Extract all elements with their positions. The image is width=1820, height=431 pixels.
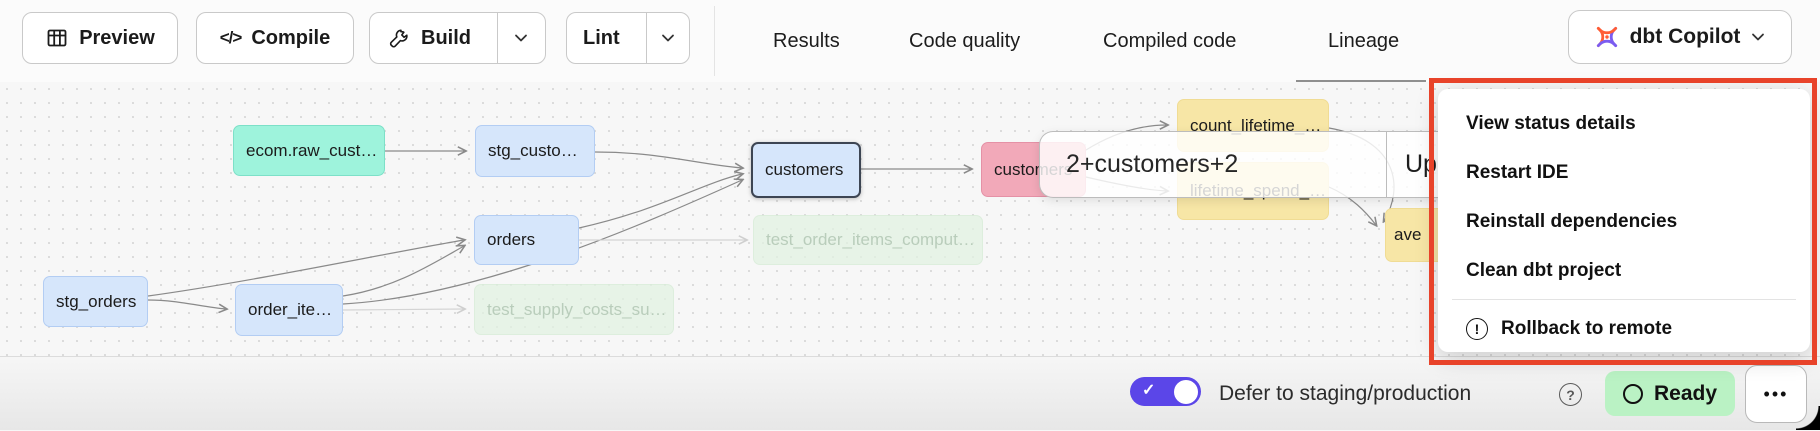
dbt-copilot-icon xyxy=(1594,24,1620,50)
menu-item-label: View status details xyxy=(1466,112,1636,134)
compile-button-label: Compile xyxy=(251,26,331,49)
selector-divider xyxy=(1386,132,1387,197)
menu-separator xyxy=(1452,299,1796,300)
tab-code-quality-label: Code quality xyxy=(909,29,1021,52)
menu-item-label: Reinstall dependencies xyxy=(1466,210,1678,232)
node-label: orders xyxy=(487,230,536,249)
check-icon: ✓ xyxy=(1142,382,1156,399)
node-label: test_supply_costs_su… xyxy=(487,299,667,319)
node-label: count_lifetime_… xyxy=(1190,115,1322,135)
lint-button[interactable]: Lint xyxy=(567,13,636,63)
build-button-label: Build xyxy=(421,26,471,49)
compile-button[interactable]: </> Compile xyxy=(196,12,354,64)
build-button[interactable]: Build xyxy=(372,13,487,63)
menu-item-reinstall-dependencies[interactable]: Reinstall dependencies xyxy=(1438,197,1810,246)
ide-status-menu: View status details Restart IDE Reinstal… xyxy=(1438,89,1810,352)
lineage-selector-bar: 2+customers+2 Up xyxy=(1039,131,1459,198)
tab-lineage[interactable]: Lineage xyxy=(1328,0,1399,82)
lineage-node-customers-selected[interactable]: customers xyxy=(751,142,861,198)
warning-glyph: ! xyxy=(1474,320,1480,337)
toggle-knob xyxy=(1174,379,1198,404)
tab-compiled-code[interactable]: Compiled code xyxy=(1103,0,1236,82)
lint-split-button: Lint xyxy=(566,12,690,64)
lint-dropdown-button[interactable] xyxy=(645,13,689,63)
node-label: order_ite… xyxy=(248,300,333,319)
dbt-copilot-button[interactable]: dbt Copilot xyxy=(1568,10,1792,64)
toolbar-divider xyxy=(714,6,715,76)
lint-button-label: Lint xyxy=(583,26,620,49)
ellipsis-icon: ••• xyxy=(1763,383,1789,404)
menu-item-label: Restart IDE xyxy=(1466,161,1569,183)
build-split-button: Build xyxy=(369,12,546,64)
preview-button[interactable]: Preview xyxy=(22,12,178,64)
tab-code-quality[interactable]: Code quality xyxy=(909,0,1020,82)
lineage-node-source[interactable]: ecom.raw_cust… xyxy=(233,125,385,176)
node-label: test_order_items_comput… xyxy=(766,230,975,249)
chevron-down-icon xyxy=(660,30,676,46)
code-icon: </> xyxy=(219,28,243,47)
tab-compiled-code-label: Compiled code xyxy=(1103,29,1237,52)
warning-circle-icon: ! xyxy=(1466,317,1488,340)
lineage-node-stg-orders[interactable]: stg_orders xyxy=(43,276,148,327)
menu-item-label: Rollback to remote xyxy=(1501,317,1673,339)
menu-item-view-status-details[interactable]: View status details xyxy=(1438,99,1810,148)
chevron-down-icon xyxy=(513,30,529,46)
more-options-button[interactable]: ••• xyxy=(1745,365,1807,423)
ready-label: Ready xyxy=(1654,381,1718,405)
lineage-node-test-supply-costs[interactable]: test_supply_costs_su… xyxy=(474,284,674,335)
menu-item-clean-dbt-project[interactable]: Clean dbt project xyxy=(1438,246,1810,295)
help-icon[interactable]: ? xyxy=(1559,383,1582,406)
help-glyph: ? xyxy=(1566,386,1575,403)
menu-item-rollback-to-remote[interactable]: ! Rollback to remote xyxy=(1438,304,1810,353)
header-toolbar: Preview </> Compile Build Lint xyxy=(0,0,1820,85)
lineage-selector-input[interactable]: 2+customers+2 xyxy=(1066,150,1239,178)
menu-item-restart-ide[interactable]: Restart IDE xyxy=(1438,148,1810,197)
node-label: stg_orders xyxy=(56,291,137,311)
ready-circle-icon xyxy=(1623,383,1643,404)
build-dropdown-button[interactable] xyxy=(497,13,543,63)
screenshot-corner xyxy=(1796,406,1820,430)
chevron-down-icon xyxy=(1750,29,1766,45)
tab-lineage-label: Lineage xyxy=(1328,29,1400,52)
tab-results-label: Results xyxy=(773,29,840,52)
menu-item-label: Clean dbt project xyxy=(1466,259,1622,281)
node-label: ave xyxy=(1394,225,1422,244)
node-label: stg_custo… xyxy=(488,141,578,160)
node-label: customers xyxy=(765,160,844,179)
defer-label: Defer to staging/production xyxy=(1219,382,1472,405)
defer-toggle[interactable]: ✓ xyxy=(1130,377,1201,406)
lineage-node-test-order-items[interactable]: test_order_items_comput… xyxy=(753,215,983,265)
lineage-node-stg-customers[interactable]: stg_custo… xyxy=(475,125,595,177)
dbt-copilot-label: dbt Copilot xyxy=(1629,25,1741,48)
preview-button-label: Preview xyxy=(79,26,155,49)
wrench-icon xyxy=(388,27,411,50)
status-bar: ✓ Defer to staging/production ? Ready ••… xyxy=(0,356,1820,430)
lineage-node-orders[interactable]: orders xyxy=(474,215,579,265)
ready-status-badge: Ready xyxy=(1605,371,1736,416)
tab-results[interactable]: Results xyxy=(773,0,840,82)
node-label: ecom.raw_cust… xyxy=(246,140,378,160)
lineage-node-order-items[interactable]: order_ite… xyxy=(235,284,343,336)
table-icon xyxy=(45,26,69,50)
